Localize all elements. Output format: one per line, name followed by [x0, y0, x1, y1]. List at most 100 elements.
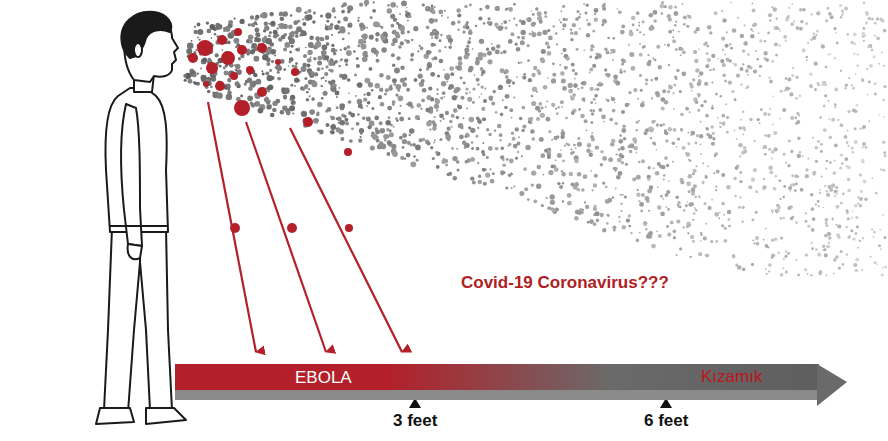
spray-dot: [842, 192, 845, 195]
spray-dot: [509, 20, 511, 22]
spray-dot: [812, 36, 816, 40]
spray-dot: [531, 22, 536, 27]
spray-dot: [778, 45, 780, 47]
spray-dot: [674, 11, 679, 16]
spray-dot: [725, 103, 727, 105]
spray-dot: [474, 74, 476, 76]
spray-dot: [847, 217, 850, 220]
spray-dot: [818, 205, 820, 207]
spray-dot: [336, 127, 341, 132]
spray-dot: [768, 148, 771, 151]
spray-dot: [811, 242, 813, 244]
spray-dot: [676, 146, 678, 148]
spray-dot: [267, 60, 269, 62]
spray-dot: [636, 121, 639, 124]
spray-dot: [290, 98, 292, 100]
spray-dot: [471, 147, 474, 150]
spray-dot: [874, 34, 877, 37]
spray-dot: [486, 128, 490, 132]
spray-dot: [835, 32, 837, 34]
spray-dot: [547, 51, 552, 56]
spray-dot: [861, 159, 864, 162]
spray-dot: [376, 39, 379, 42]
spray-dot: [788, 139, 791, 142]
spray-dot: [722, 49, 725, 52]
spray-dot: [852, 210, 854, 212]
spray-dot: [719, 211, 721, 213]
spray-dot: [261, 70, 263, 72]
spray-dot: [562, 5, 565, 8]
spray-dot: [805, 174, 809, 178]
spray-dot: [342, 38, 345, 41]
spray-dot: [652, 142, 656, 146]
spray-dot: [508, 143, 511, 146]
spray-dot: [608, 157, 613, 162]
spray-dot: [871, 177, 873, 179]
spray-dot: [637, 189, 639, 191]
spray-dot: [767, 134, 771, 138]
spray-dot: [184, 79, 187, 82]
spray-dot: [342, 2, 347, 7]
spray-dot: [677, 138, 680, 141]
spray-dot: [711, 82, 713, 84]
spray-dot: [513, 144, 518, 149]
spray-dot: [679, 90, 682, 93]
spray-dot: [771, 158, 773, 160]
spray-dot: [712, 137, 715, 140]
spray-dot: [847, 236, 850, 239]
spray-dot: [695, 68, 699, 72]
spray-dot: [876, 263, 878, 265]
spray-dot: [815, 160, 818, 163]
spray-dot: [447, 17, 449, 19]
spray-dot: [714, 212, 719, 217]
spray-dot: [664, 100, 669, 105]
spray-dot: [585, 129, 587, 131]
spray-dot: [359, 3, 363, 7]
spray-dot: [467, 40, 471, 44]
spray-dot: [305, 47, 307, 49]
spray-dot: [791, 3, 793, 5]
spray-dot: [657, 186, 659, 188]
spray-dot: [812, 217, 816, 221]
spray-dot: [190, 70, 196, 76]
spray-dot: [238, 57, 241, 60]
spray-dot: [197, 72, 199, 74]
spray-dot: [272, 108, 276, 112]
spray-dot: [582, 97, 586, 101]
spray-dot: [759, 65, 762, 68]
spray-dot: [825, 274, 827, 276]
spray-dot: [612, 59, 614, 61]
spray-dot: [591, 132, 593, 134]
spray-dot: [764, 40, 767, 43]
spray-dot: [457, 105, 462, 110]
spray-dot: [828, 233, 831, 236]
spray-dot: [791, 74, 794, 77]
spray-dot: [638, 161, 641, 164]
spray-dot: [356, 57, 359, 60]
spray-dot: [819, 116, 822, 119]
spray-dot: [375, 38, 378, 41]
spray-dot: [738, 143, 742, 147]
spray-dot: [697, 109, 700, 112]
spray-dot: [504, 69, 509, 74]
spray-dot: [224, 71, 229, 76]
spray-dot: [325, 13, 331, 19]
spray-dot: [512, 82, 515, 85]
spray-dot: [787, 252, 790, 255]
spray-dot: [662, 198, 664, 200]
spray-dot: [639, 43, 641, 45]
spray-dot: [215, 53, 219, 57]
spray-dot: [349, 140, 351, 142]
spray-dot: [331, 34, 333, 36]
spray-dot: [865, 21, 868, 24]
spray-dot: [724, 227, 727, 230]
spray-dot: [586, 148, 590, 152]
spray-dot: [265, 71, 269, 75]
spray-dot: [688, 202, 692, 206]
spray-dot: [518, 62, 520, 64]
spray-dot: [429, 51, 432, 54]
spray-dot: [600, 84, 603, 87]
spray-dot: [687, 232, 689, 234]
spray-dot: [546, 117, 551, 122]
spray-dot: [787, 164, 791, 168]
